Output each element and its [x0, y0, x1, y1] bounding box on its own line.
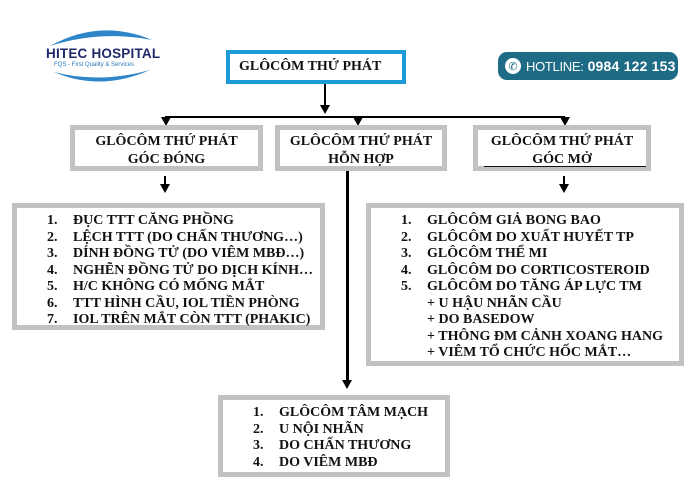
list-item: 3. DO CHẤN THƯƠNG	[253, 438, 445, 455]
category-mixed-line1: GLÔCÔM THỨ PHÁT	[289, 134, 433, 149]
list-item: 2. GLÔCÔM DO XUẤT HUYẾT TP	[401, 230, 679, 247]
item-number: 3.	[47, 246, 58, 261]
item-number: 2.	[47, 229, 58, 245]
item-number: 3.	[401, 246, 412, 261]
category-closed-angle: GLÔCÔM THỨ PHÁT GÓC ĐÓNG	[70, 125, 263, 171]
arrow-to-closed-angle	[161, 117, 171, 126]
item-text: H/C KHÔNG CÓ MỐNG MẮT	[73, 279, 265, 294]
item-text: LỆCH TTT (DO CHẤN THƯƠNG…)	[73, 229, 303, 245]
item-text: GLÔCÔM THỂ MI	[427, 246, 548, 261]
hotline-number: 0984 122 153	[587, 58, 676, 74]
list-item: 2. U NỘI NHÃN	[253, 422, 445, 439]
phone-icon: ✆	[505, 58, 521, 74]
list-item: 4. DO VIÊM MBĐ	[253, 455, 445, 472]
mixed-causes-list: 1. GLÔCÔM TÂM MẠCH 2. U NỘI NHÃN 3. DO CHẤN…	[218, 395, 450, 477]
logo-swoosh-icon	[50, 30, 152, 82]
list-item: 1. GLÔCÔM TÂM MẠCH	[253, 405, 445, 422]
item-text: GLÔCÔM DO TĂNG ÁP LỰC TM	[427, 279, 642, 294]
category-mixed: GLÔCÔM THỨ PHÁT HỖN HỢP	[275, 125, 447, 171]
connector-closed-angle-down	[164, 176, 166, 186]
list-item: 1. ĐỤC TTT CĂNG PHỒNG	[47, 213, 320, 230]
connector-open-angle-down	[563, 176, 565, 186]
item-number: 1.	[401, 213, 412, 228]
item-text: DÍNH ĐỒNG TỬ (DO VIÊM MBĐ…)	[73, 246, 305, 261]
list-item: 6. TTT HÌNH CẦU, IOL TIỀN PHÒNG	[47, 296, 320, 313]
list-item: 2. LỆCH TTT (DO CHẤN THƯƠNG…)	[47, 230, 320, 247]
root-node-label: GLÔCÔM THỨ PHÁT	[239, 59, 382, 74]
logo-name: HITEC HOSPITAL	[46, 46, 161, 61]
list-item: 5. GLÔCÔM DO TĂNG ÁP LỰC TM	[401, 279, 679, 296]
item-number: 5.	[47, 279, 58, 294]
connector-root-down	[324, 84, 326, 106]
item-number: 5.	[401, 279, 412, 294]
sub-item: + VIÊM TỔ CHỨC HỐC MẮT…	[427, 345, 632, 360]
arrow-open-angle-down	[559, 184, 569, 193]
item-text: GLÔCÔM TÂM MẠCH	[279, 405, 429, 420]
category-open-angle-line1: GLÔCÔM THỨ PHÁT	[490, 134, 634, 149]
list-item: 1. GLÔCÔM GIẢ BONG BAO	[401, 213, 679, 230]
item-number: 4.	[47, 262, 58, 278]
item-number: 2.	[253, 421, 264, 437]
root-node: GLÔCÔM THỨ PHÁT	[226, 50, 406, 84]
hotline-label: HOTLINE:	[526, 58, 584, 74]
list-item: 3. GLÔCÔM THỂ MI	[401, 246, 679, 263]
item-text: IOL TRÊN MẮT CÒN TTT (PHAKIC)	[73, 312, 311, 327]
list-item: 4. NGHẼN ĐỒNG TỬ DO DỊCH KÍNH…	[47, 263, 320, 280]
arrow-to-mixed	[353, 117, 363, 126]
closed-angle-causes-list: 1. ĐỤC TTT CĂNG PHỒNG 2. LỆCH TTT (DO CHẤN…	[12, 203, 325, 330]
open-angle-causes-list: 1. GLÔCÔM GIẢ BONG BAO 2. GLÔCÔM DO XUẤT H…	[366, 203, 684, 366]
item-text: DO CHẤN THƯƠNG	[279, 438, 412, 453]
arrow-mixed-down	[342, 380, 352, 389]
list-item: 5. H/C KHÔNG CÓ MỐNG MẮT	[47, 279, 320, 296]
arrow-root-down	[320, 105, 330, 114]
category-open-angle: GLÔCÔM THỨ PHÁT GÓC MỞ	[473, 125, 651, 171]
logo-tagline: FQS - First Quality & Services	[54, 62, 135, 68]
item-text: GLÔCÔM DO CORTICOSTEROID	[427, 262, 650, 278]
hotline-badge[interactable]: ✆ HOTLINE: 0984 122 153	[498, 52, 678, 80]
item-number: 1.	[253, 405, 264, 420]
item-number: 2.	[401, 229, 412, 245]
item-text: GLÔCÔM DO XUẤT HUYẾT TP	[427, 229, 634, 245]
item-text: ĐỤC TTT CĂNG PHỒNG	[73, 213, 234, 228]
connector-horizontal	[165, 116, 565, 118]
item-number: 3.	[253, 438, 264, 453]
category-mixed-line2: HỖN HỢP	[328, 152, 394, 167]
hospital-logo: HITEC HOSPITAL FQS - First Quality & Ser…	[40, 26, 160, 86]
arrow-to-open-angle	[560, 117, 570, 126]
item-number: 4.	[401, 262, 412, 278]
item-text: TTT HÌNH CẦU, IOL TIỀN PHÒNG	[73, 295, 300, 311]
arrow-closed-angle-down	[160, 184, 170, 193]
item-number: 1.	[47, 213, 58, 228]
item-text: U NỘI NHÃN	[279, 421, 364, 437]
sub-item: + THÔNG ĐM CẢNH XOANG HANG	[427, 328, 663, 344]
list-item: 3. DÍNH ĐỒNG TỬ (DO VIÊM MBĐ…)	[47, 246, 320, 263]
item-number: 6.	[47, 295, 58, 311]
category-open-angle-underline	[484, 166, 646, 167]
list-item: 4. GLÔCÔM DO CORTICOSTEROID	[401, 263, 679, 280]
item-text: DO VIÊM MBĐ	[279, 454, 378, 470]
category-open-angle-line2: GÓC MỞ	[532, 152, 592, 167]
item-text: GLÔCÔM GIẢ BONG BAO	[427, 213, 601, 228]
category-closed-angle-line2: GÓC ĐÓNG	[127, 152, 206, 167]
item-text: NGHẼN ĐỒNG TỬ DO DỊCH KÍNH…	[73, 262, 313, 278]
item-number: 7.	[47, 312, 58, 327]
sub-item: + U HẬU NHÃN CẦU	[427, 295, 562, 311]
category-closed-angle-line1: GLÔCÔM THỨ PHÁT	[95, 134, 238, 149]
sub-item: + DO BASEDOW	[427, 312, 535, 327]
item-number: 4.	[253, 454, 264, 470]
connector-mixed-down	[346, 171, 349, 381]
list-item: 7. IOL TRÊN MẮT CÒN TTT (PHAKIC)	[47, 312, 320, 329]
